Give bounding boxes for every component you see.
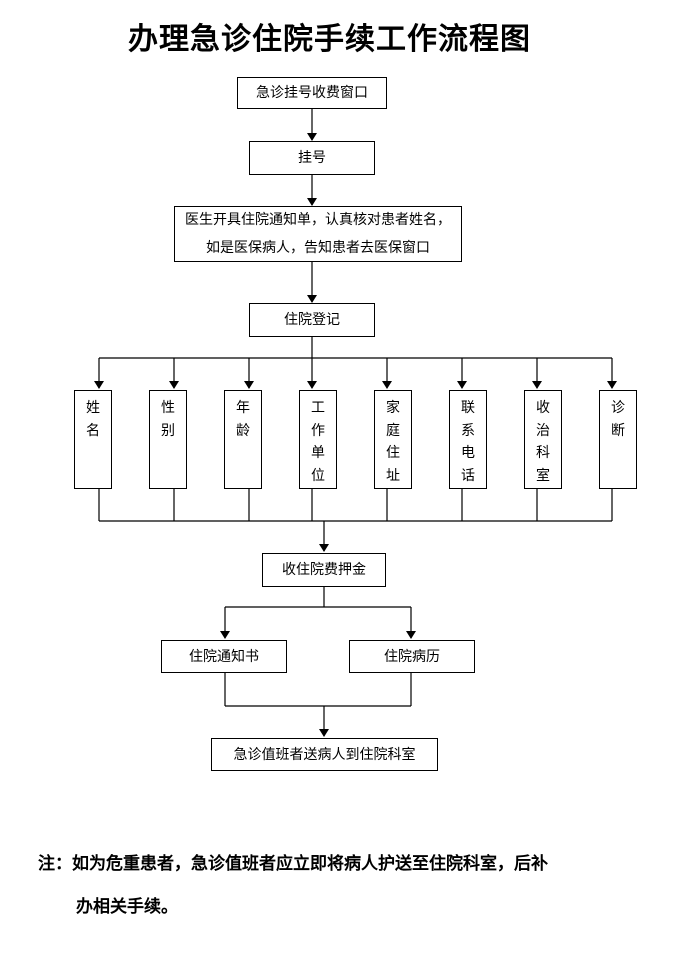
field-box-phone: 联系电话 <box>449 390 487 489</box>
step-doctor-line2: 如是医保病人，告知患者去医保窗口 <box>206 240 430 256</box>
field-box-name: 姓名 <box>74 390 112 489</box>
step-admission-label: 住院登记 <box>284 312 340 328</box>
field-box-address: 家庭住址 <box>374 390 412 489</box>
step-deposit: 收住院费押金 <box>262 553 386 587</box>
field-label: 年龄 <box>236 400 250 439</box>
step-transfer-to-ward: 急诊值班者送病人到住院科室 <box>211 738 438 771</box>
step-deposit-label: 收住院费押金 <box>282 562 366 578</box>
field-label: 性别 <box>161 400 175 439</box>
step-record-label: 住院病历 <box>384 648 440 665</box>
field-box-gender: 性别 <box>149 390 187 489</box>
field-label: 收治科室 <box>536 400 550 484</box>
step-doctor-line1: 医生开具住院通知单，认真核对患者姓名， <box>185 212 451 228</box>
field-box-diagnosis: 诊断 <box>599 390 637 489</box>
step-notice-label: 住院通知书 <box>189 648 259 665</box>
step-register-label: 挂号 <box>298 150 326 166</box>
step-doctor-notice: 医生开具住院通知单，认真核对患者姓名， 如是医保病人，告知患者去医保窗口 <box>174 206 462 262</box>
page-title: 办理急诊住院手续工作流程图 <box>128 22 531 57</box>
field-label: 联系电话 <box>461 400 475 484</box>
field-box-employer: 工作单位 <box>299 390 337 489</box>
step-admission-notice: 住院通知书 <box>161 640 287 673</box>
field-box-age: 年龄 <box>224 390 262 489</box>
field-box-department: 收治科室 <box>524 390 562 489</box>
field-label: 诊断 <box>611 400 625 439</box>
field-label: 家庭住址 <box>386 400 400 484</box>
field-label: 工作单位 <box>311 400 325 484</box>
footnote-line2: 办相关手续。 <box>76 897 178 917</box>
field-label: 姓名 <box>86 400 100 439</box>
step-emergency-window: 急诊挂号收费窗口 <box>237 77 387 109</box>
step-admission-registration: 住院登记 <box>249 303 375 337</box>
step-emergency-window-label: 急诊挂号收费窗口 <box>256 85 368 101</box>
footnote-line1: 注：如为危重患者，急诊值班者应立即将病人护送至住院科室，后补 <box>38 854 548 874</box>
step-transfer-label: 急诊值班者送病人到住院科室 <box>233 746 416 763</box>
step-register: 挂号 <box>249 141 375 175</box>
step-medical-record: 住院病历 <box>349 640 475 673</box>
